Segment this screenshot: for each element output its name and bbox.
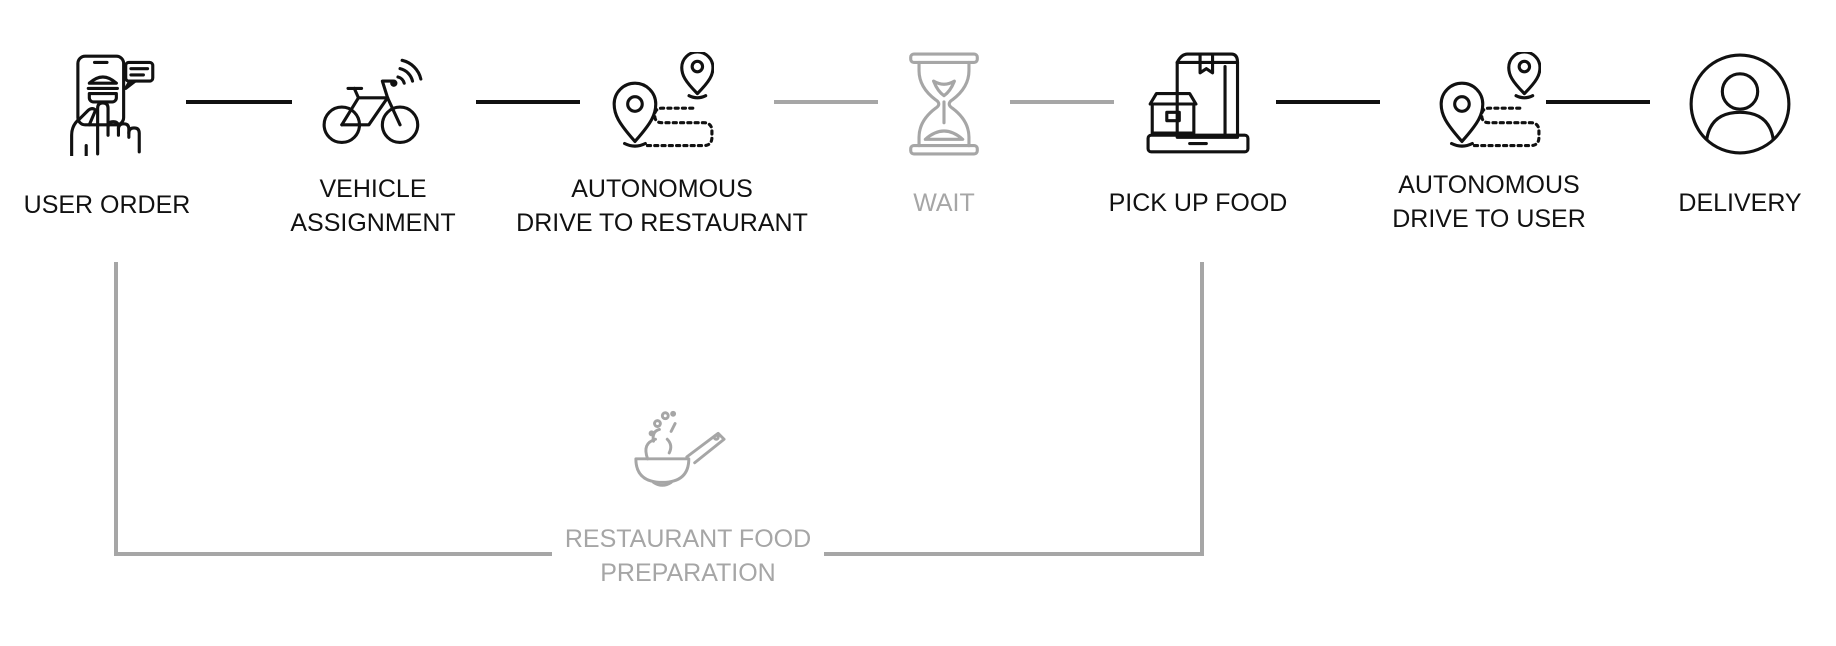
wok-icon xyxy=(634,410,726,488)
step-label-vehicle-assignment: VEHICLE ASSIGNMENT xyxy=(290,172,455,240)
step-label-line: RESTAURANT FOOD xyxy=(564,525,812,553)
step-label-autonomous-drive-to-restaurant: AUTONOMOUS DRIVE TO RESTAURANT xyxy=(516,172,808,240)
step-label-line: WAIT xyxy=(913,189,975,217)
step-label-line: USER ORDER xyxy=(23,191,191,219)
user-icon xyxy=(1689,53,1791,155)
step-label-line: ASSIGNMENT xyxy=(290,209,456,237)
step-label-line: DRIVE TO USER xyxy=(1392,205,1586,233)
step-label-line: PREPARATION xyxy=(600,559,776,587)
step-label-delivery: DELIVERY xyxy=(1678,186,1801,220)
route-pins-icon xyxy=(1439,52,1541,148)
step-label-line: DRIVE TO RESTAURANT xyxy=(516,209,808,237)
step-label-restaurant-food-preparation: RESTAURANT FOOD PREPARATION xyxy=(565,522,811,590)
step-label-user-order: USER ORDER xyxy=(24,188,191,222)
step-label-line: VEHICLE xyxy=(319,175,427,203)
branch-connector-to-pick-up-food xyxy=(824,262,1204,556)
step-label-autonomous-drive-to-user: AUTONOMOUS DRIVE TO USER xyxy=(1392,168,1586,236)
bicycle-icon xyxy=(322,58,423,145)
route-pins-icon xyxy=(612,52,714,148)
phone-order-icon xyxy=(70,54,155,156)
step-label-line: DELIVERY xyxy=(1678,189,1802,217)
hourglass-icon xyxy=(909,52,979,156)
branch-connector-from-user-order xyxy=(114,262,552,556)
food-boxes-icon xyxy=(1146,52,1250,154)
step-label-line: AUTONOMOUS xyxy=(1398,171,1580,199)
step-label-line: AUTONOMOUS xyxy=(571,175,753,203)
step-label-line: PICK UP FOOD xyxy=(1108,189,1288,217)
step-label-pick-up-food: PICK UP FOOD xyxy=(1109,186,1288,220)
step-label-wait: WAIT xyxy=(913,186,975,220)
